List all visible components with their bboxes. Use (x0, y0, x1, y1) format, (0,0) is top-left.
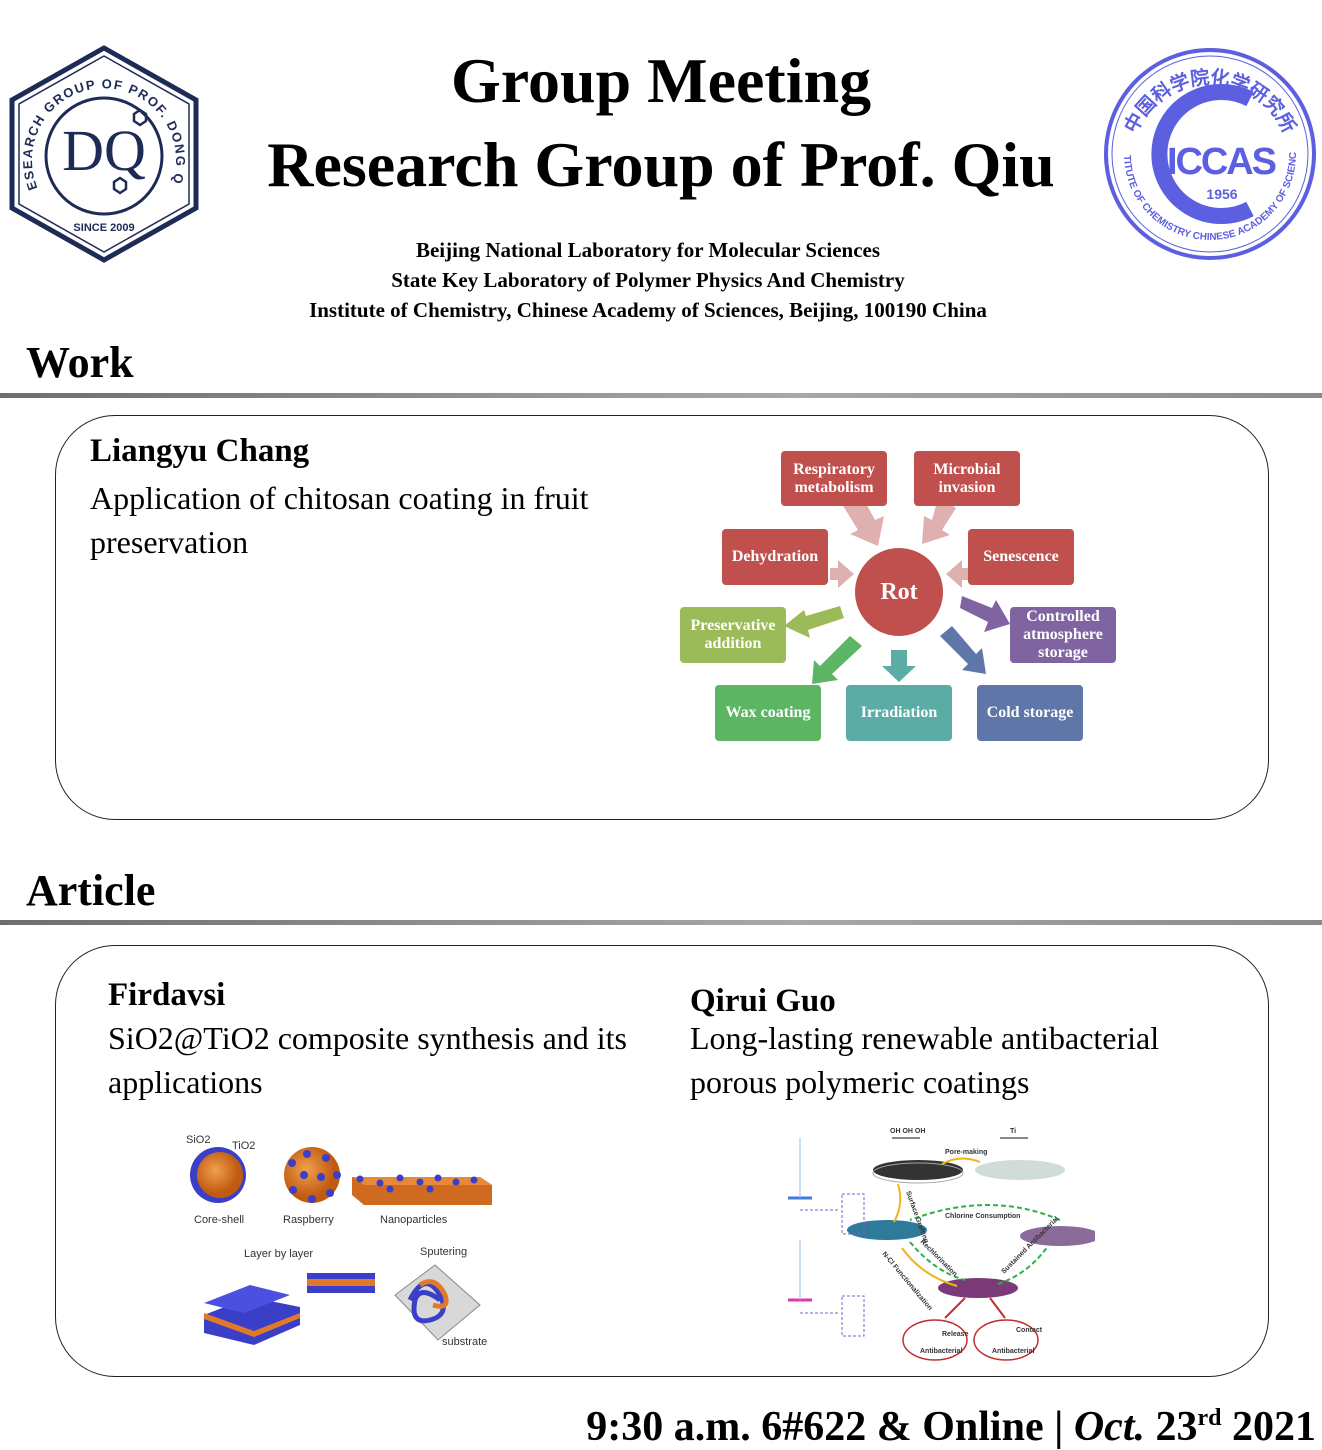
label-ti: Ti (1010, 1128, 1016, 1135)
label-antibacterial-2: Antibacterial (992, 1348, 1034, 1355)
article-1-presenter: Firdavsi (108, 977, 226, 1013)
section-divider (0, 920, 1322, 925)
arrow-microbial (922, 498, 956, 544)
arrow-dehydration (830, 560, 854, 588)
arrow-cold (940, 626, 986, 674)
label-release: Release (942, 1331, 969, 1338)
box-irradiation: Irradiation (846, 685, 952, 741)
work-topic: Application of chitosan coating in fruit… (90, 480, 589, 560)
box-preservative-addition: Preservative addition (680, 607, 786, 663)
center-rot: Rot (855, 548, 943, 636)
page-subtitle: Research Group of Prof. Qiu (267, 129, 1055, 200)
work-presenter: Liangyu Chang (90, 433, 310, 469)
label-layer-by-layer: Layer by layer (244, 1248, 313, 1260)
section-heading-work: Work (26, 338, 134, 387)
meeting-month: Oct. (1073, 1404, 1145, 1450)
meeting-day-suffix: rd (1197, 1405, 1222, 1431)
rot-diagram: Respiratory metabolism Microbial invasio… (670, 440, 1130, 750)
seal-abbr: ICCAS (1167, 141, 1277, 183)
meeting-day: 23 (1155, 1404, 1198, 1450)
meeting-info: 9:30 a.m. 6#622 & Online | Oct. 23rd 202… (586, 1395, 1316, 1450)
page-title: Group Meeting (450, 45, 872, 116)
arrow-senescence (946, 560, 970, 588)
label-core-shell: Core-shell (194, 1214, 244, 1226)
meeting-year: 2021 (1221, 1404, 1316, 1450)
label-chlorine-consumption: Chlorine Consumption (945, 1213, 1020, 1220)
box-cold-storage: Cold storage (977, 685, 1083, 741)
arrow-respiratory (842, 496, 884, 546)
antibacterial-coating-figure: OH OH OH Ti Pore-making Surface Grafting… (770, 1118, 1100, 1363)
logo-since: SINCE 2009 (73, 222, 134, 234)
article-1-topic: SiO2@TiO2 composite synthesis and its ap… (108, 1020, 627, 1100)
sio2-tio2-figure: Core-shell Raspberry Nanoparticles Layer… (180, 1125, 500, 1360)
section-heading-article: Article (26, 866, 156, 915)
label-n-cl-functionalization: N-Cl Functionalization (880, 1251, 933, 1312)
box-senescence: Senescence (968, 529, 1074, 585)
seal-year: 1956 (1206, 186, 1237, 202)
label-nanoparticles: Nanoparticles (380, 1214, 448, 1226)
label-rechlorination: Rechlorination (919, 1238, 959, 1278)
arrow-preservative (784, 606, 844, 638)
logo-monogram: DQ (62, 118, 146, 183)
affiliation-1: Beijing National Laboratory for Molecula… (415, 238, 881, 262)
affiliation-3: Institute of Chemistry, Chinese Academy … (309, 298, 987, 322)
arrow-wax (812, 636, 862, 684)
box-dehydration: Dehydration (722, 529, 828, 585)
research-group-logo: RESEARCH GROUP OF PROF. DONG QIU DQ SINC… (1, 32, 202, 264)
arrow-controlled (960, 596, 1010, 632)
label-oh-groups: OH OH OH (890, 1128, 925, 1135)
meeting-time-place: 9:30 a.m. 6#622 & Online | (586, 1404, 1074, 1450)
box-respiratory-metabolism: Respiratory metabolism (781, 451, 887, 506)
diagram-arrows (784, 496, 1010, 684)
label-sputering: Sputering (420, 1246, 467, 1258)
article-2-topic: Long-lasting renewable antibacterial por… (690, 1020, 1160, 1100)
box-controlled-atmosphere-storage: Controlled atmosphere storage (1010, 607, 1116, 663)
section-divider (0, 393, 1322, 398)
label-pore-making: Pore-making (945, 1149, 987, 1156)
label-sio2: SiO2 (186, 1134, 210, 1146)
label-antibacterial: Antibacterial (920, 1348, 962, 1355)
box-microbial-invasion: Microbial invasion (914, 451, 1020, 506)
box-wax-coating: Wax coating (715, 685, 821, 741)
label-raspberry: Raspberry (283, 1214, 334, 1226)
label-substrate: substrate (442, 1336, 487, 1348)
iccas-seal: 中国科学院化学研究所 INSTITUTE OF CHEMISTRY CHINES… (1096, 36, 1320, 264)
label-contact: Contact (1016, 1327, 1043, 1334)
arrow-irradiation (882, 650, 916, 682)
affiliation-2: State Key Laboratory of Polymer Physics … (391, 268, 905, 292)
label-tio2: TiO2 (232, 1140, 255, 1152)
article-2-presenter: Qirui Guo (690, 983, 836, 1019)
